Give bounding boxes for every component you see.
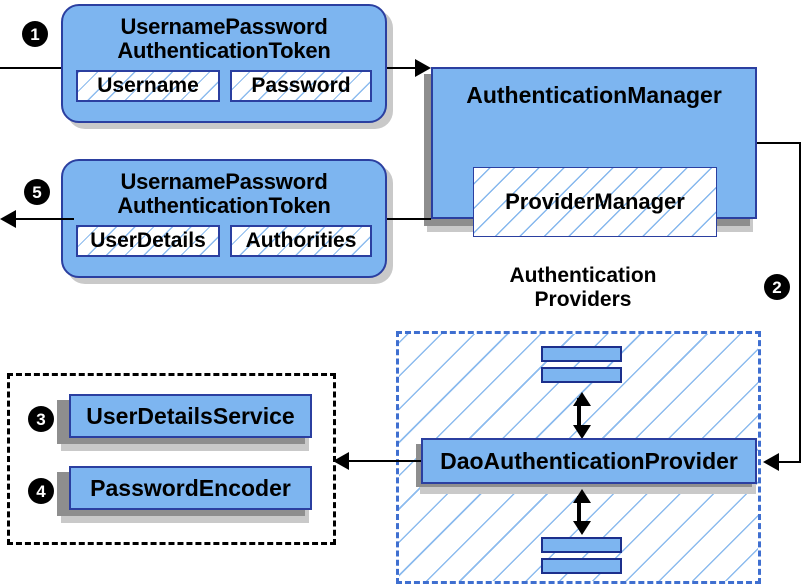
response-token-card[interactable]: UsernamePassword AuthenticationToken Use…: [61, 159, 387, 278]
outgoing-response-line: [16, 218, 74, 220]
request-token-slot-password-label: Password: [251, 73, 351, 97]
provider-link-arrow-up-top: [573, 392, 591, 406]
response-token-title: UsernamePassword AuthenticationToken: [117, 169, 331, 218]
authentication-manager-title: AuthenticationManager: [466, 82, 722, 108]
other-provider-bar-bottom-1[interactable]: [541, 537, 622, 553]
provider-link-line-bottom: [577, 496, 581, 524]
hatch-fill-icon: [474, 167, 716, 236]
provider-link-arrow-down-top: [573, 425, 591, 439]
manager-to-provider-line-bottom: [779, 461, 801, 463]
step-badge-1: 1: [22, 21, 48, 47]
provider-dependencies-group: [7, 373, 336, 545]
provider-manager-label: ProviderManager: [505, 188, 685, 214]
step-badge-4: 4: [28, 478, 54, 504]
provider-link-line-top: [577, 398, 581, 428]
passwordencoder-card[interactable]: PasswordEncoder: [69, 466, 312, 510]
authentication-providers-title: Authentication Providers: [509, 264, 657, 311]
request-token-slot-username[interactable]: Username: [76, 69, 220, 102]
provider-to-dependencies-line: [349, 460, 421, 462]
token-to-manager-line: [387, 67, 417, 69]
manager-to-provider-line-vertical: [799, 142, 801, 462]
provider-to-dependencies-arrowhead: [333, 452, 349, 470]
response-token-slot-authorities-label: Authorities: [245, 228, 357, 252]
request-token-slot-username-label: Username: [97, 73, 199, 97]
request-token-slot-password[interactable]: Password: [230, 69, 372, 102]
incoming-request-line: [0, 67, 74, 69]
request-token-slots: Username Password: [76, 69, 372, 102]
passwordencoder-label: PasswordEncoder: [90, 474, 291, 501]
userdetailsservice-label: UserDetailsService: [86, 402, 295, 429]
provider-link-arrow-down-bottom: [573, 521, 591, 535]
manager-to-provider-arrowhead: [763, 453, 779, 471]
request-token-card[interactable]: UsernamePassword AuthenticationToken Use…: [61, 4, 387, 123]
response-token-slot-authorities[interactable]: Authorities: [230, 224, 372, 257]
step-badge-5: 5: [24, 179, 50, 205]
step-badge-2: 2: [764, 274, 790, 300]
response-token-slots: UserDetails Authorities: [76, 224, 372, 257]
authentication-manager-card[interactable]: AuthenticationManager ProviderManager: [431, 67, 757, 237]
manager-to-response-token-line: [387, 218, 431, 220]
step-badge-3: 3: [28, 406, 54, 432]
token-to-manager-arrowhead: [415, 59, 431, 77]
manager-to-provider-line-top: [757, 142, 801, 144]
response-token-slot-userdetails[interactable]: UserDetails: [76, 224, 220, 257]
dao-provider-label: DaoAuthenticationProvider: [440, 447, 738, 474]
response-token-slot-userdetails-label: UserDetails: [90, 228, 206, 252]
request-token-title: UsernamePassword AuthenticationToken: [117, 14, 331, 63]
dao-provider-card[interactable]: DaoAuthenticationProvider: [421, 438, 757, 484]
provider-manager-box[interactable]: ProviderManager: [473, 166, 717, 237]
outgoing-response-arrowhead: [0, 210, 16, 228]
other-provider-bar-top-2[interactable]: [541, 367, 622, 383]
userdetailsservice-card[interactable]: UserDetailsService: [69, 394, 312, 438]
provider-link-arrow-up-bottom: [573, 489, 591, 503]
other-provider-bar-top-1[interactable]: [541, 346, 622, 362]
other-provider-bar-bottom-2[interactable]: [541, 558, 622, 574]
